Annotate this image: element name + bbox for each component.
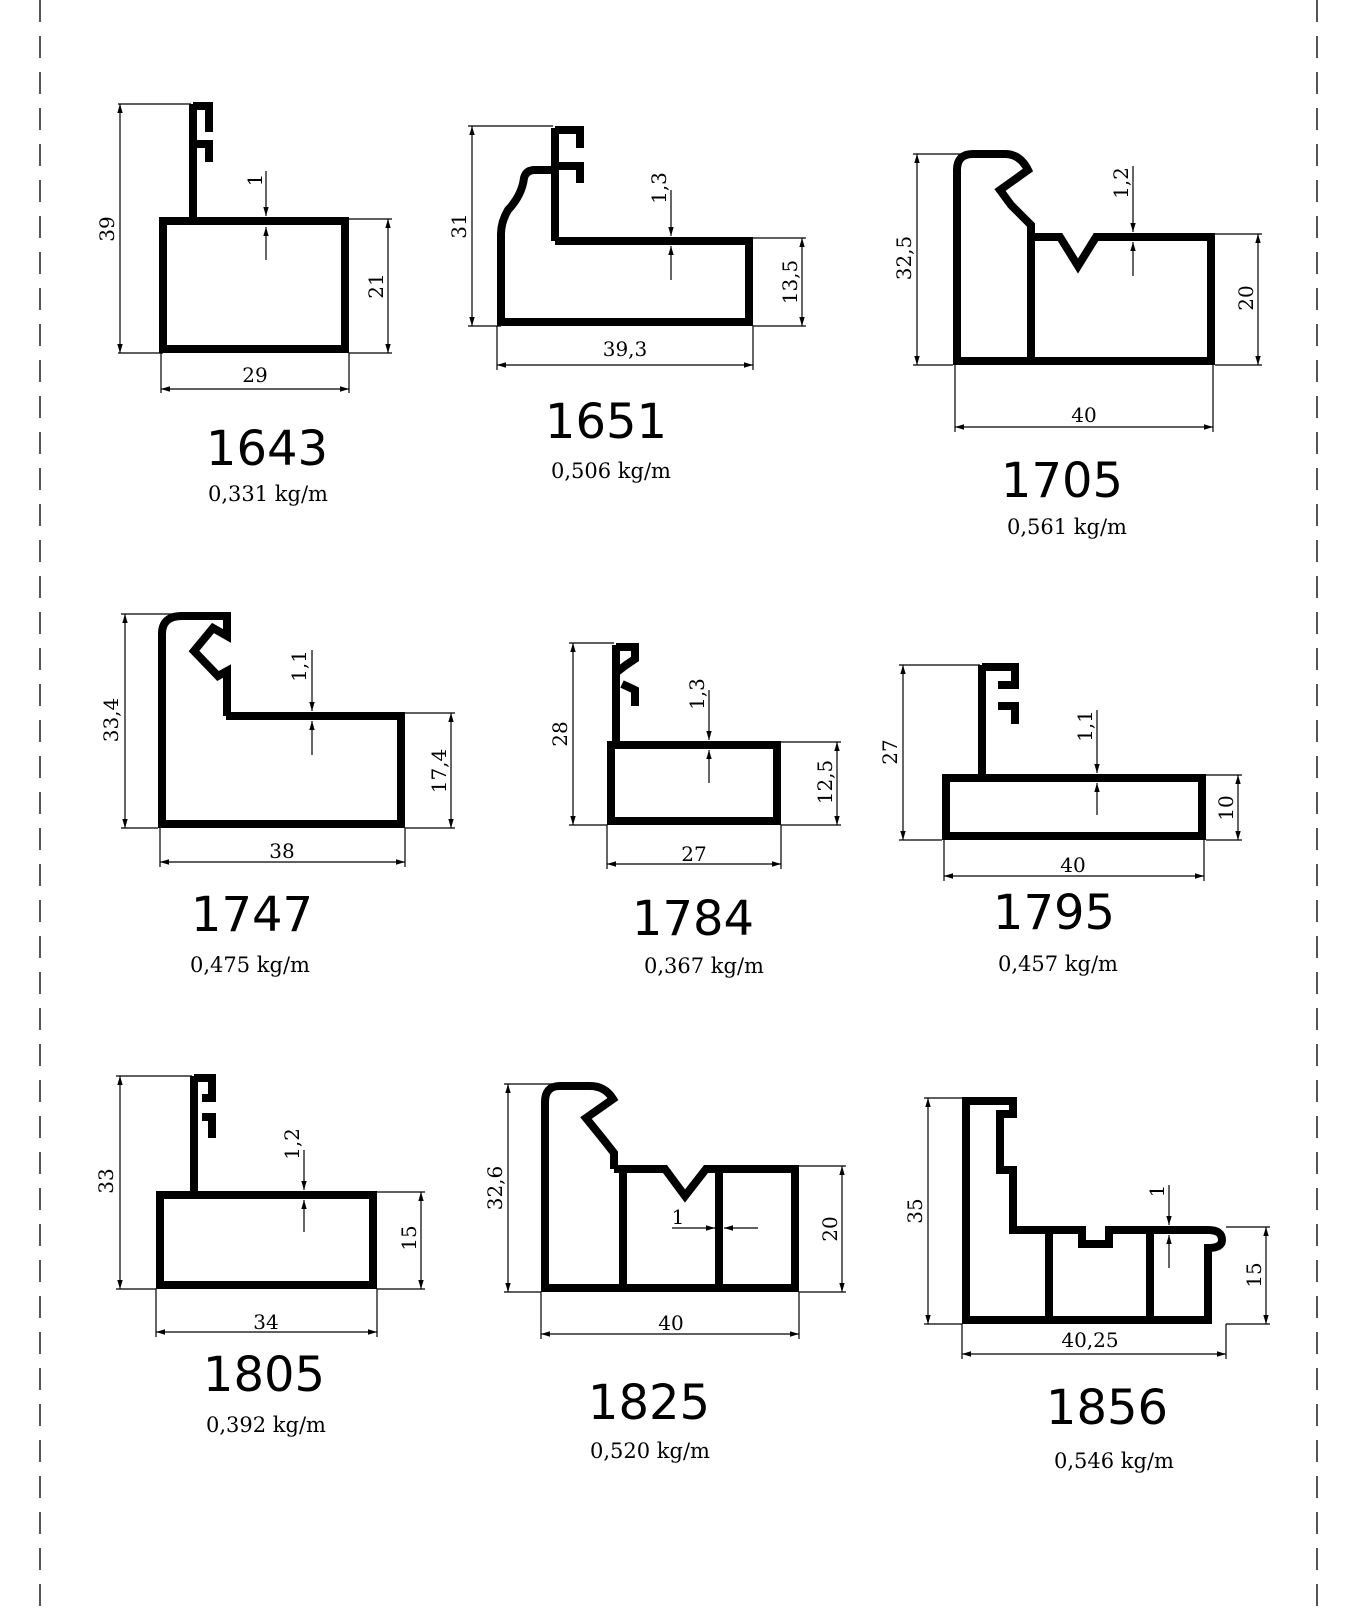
profile-1795: 27 10 40 1,1 1795 0,457 kg/m — [878, 663, 1242, 976]
profile-1795-thickness: 1,1 — [1073, 710, 1097, 742]
profile-1643-inner-height: 21 — [364, 273, 388, 298]
profile-1805: 33 15 34 1,2 1805 0,392 kg/m — [94, 1074, 425, 1437]
profile-1784-code: 1784 — [632, 891, 754, 947]
profile-1651-code: 1651 — [545, 394, 667, 450]
profile-1643-thickness: 1 — [243, 174, 267, 187]
profile-1651-inner-height: 13,5 — [778, 260, 802, 305]
profile-1643: 39 21 29 1 1643 0,331 kg/m — [95, 102, 392, 506]
profile-1795-height: 27 — [878, 739, 902, 764]
profile-1805-height: 33 — [94, 1168, 118, 1193]
profile-1651-weight: 0,506 kg/m — [551, 459, 671, 483]
profile-1856-shape — [962, 1097, 1227, 1324]
profile-1643-width: 29 — [242, 363, 267, 387]
profile-1795-width: 40 — [1060, 853, 1085, 877]
profile-1825-code: 1825 — [588, 1375, 710, 1431]
profile-1805-thickness: 1,2 — [280, 1128, 304, 1160]
profile-1825-inner-height: 20 — [818, 1216, 842, 1241]
profile-1784-weight: 0,367 kg/m — [644, 954, 764, 978]
profile-1856-width: 40,25 — [1061, 1328, 1118, 1352]
profile-1747-height: 33,4 — [99, 698, 123, 743]
profile-1747-code: 1747 — [191, 887, 313, 943]
profile-1856-inner-height: 15 — [1242, 1262, 1266, 1287]
profile-1651-width: 39,3 — [603, 337, 648, 361]
profile-1784-width: 27 — [681, 842, 706, 866]
profile-1825-height: 32,6 — [483, 1166, 507, 1211]
profile-1795-inner-height: 10 — [1214, 795, 1238, 820]
profile-1651-thickness: 1,3 — [647, 172, 671, 204]
profile-1856: 35 15 40,25 1 1856 0,546 kg/m — [903, 1097, 1270, 1473]
profile-1825-weight: 0,520 kg/m — [590, 1439, 710, 1463]
profile-1805-shape — [156, 1074, 377, 1289]
profile-1705-inner-height: 20 — [1234, 285, 1258, 310]
profile-1784-shape — [607, 643, 781, 825]
profile-1784-thickness: 1,3 — [685, 678, 709, 710]
profile-1856-weight: 0,546 kg/m — [1054, 1449, 1174, 1473]
profile-1651-shape — [497, 126, 753, 326]
profile-1747: 33,4 17,4 38 1,1 1747 0,475 kg/m — [99, 612, 455, 977]
profile-1705-code: 1705 — [1001, 453, 1123, 509]
profile-1805-width: 34 — [253, 1310, 278, 1334]
profile-1643-code: 1643 — [206, 421, 328, 477]
profile-1825: 32,6 20 40 1 1825 0,520 kg/m — [483, 1082, 846, 1463]
profile-1825-width: 40 — [658, 1311, 683, 1335]
profile-1825-shape — [541, 1082, 799, 1292]
profile-1651-height: 31 — [447, 213, 471, 238]
profile-1747-width: 38 — [269, 839, 294, 863]
profile-1705: 32,5 20 40 1,2 1705 0,561 kg/m — [892, 150, 1262, 539]
profile-1705-shape — [953, 150, 1215, 365]
profile-1747-inner-height: 17,4 — [427, 749, 451, 794]
profile-1705-width: 40 — [1071, 403, 1096, 427]
profile-1805-code: 1805 — [203, 1347, 325, 1403]
profile-1784: 28 12,5 27 1,3 1784 0,367 kg/m — [548, 642, 841, 978]
profile-1747-weight: 0,475 kg/m — [190, 953, 310, 977]
profile-1643-shape — [159, 102, 349, 353]
profile-1805-inner-height: 15 — [397, 1225, 421, 1250]
profile-1805-weight: 0,392 kg/m — [206, 1413, 326, 1437]
profile-1784-height: 28 — [548, 721, 572, 746]
profile-1795-weight: 0,457 kg/m — [998, 952, 1118, 976]
profile-1795-code: 1795 — [993, 885, 1115, 941]
profile-1643-height: 39 — [95, 216, 119, 241]
profile-1825-thickness: 1 — [672, 1205, 685, 1229]
profile-1856-code: 1856 — [1046, 1380, 1168, 1436]
profile-1705-thickness: 1,2 — [1109, 167, 1133, 199]
profile-1651: 31 13,5 39,3 1,3 1651 0,506 kg/m — [447, 125, 806, 483]
profile-1705-weight: 0,561 kg/m — [1007, 515, 1127, 539]
profile-1795-shape — [942, 663, 1206, 840]
profile-1705-height: 32,5 — [892, 236, 916, 281]
profile-1856-height: 35 — [903, 1198, 927, 1223]
profile-1784-inner-height: 12,5 — [813, 760, 837, 805]
profile-1643-weight: 0,331 kg/m — [208, 482, 328, 506]
profile-1747-thickness: 1,1 — [287, 650, 311, 682]
profile-1856-thickness: 1 — [1145, 1185, 1169, 1198]
profile-1747-shape — [158, 612, 405, 828]
